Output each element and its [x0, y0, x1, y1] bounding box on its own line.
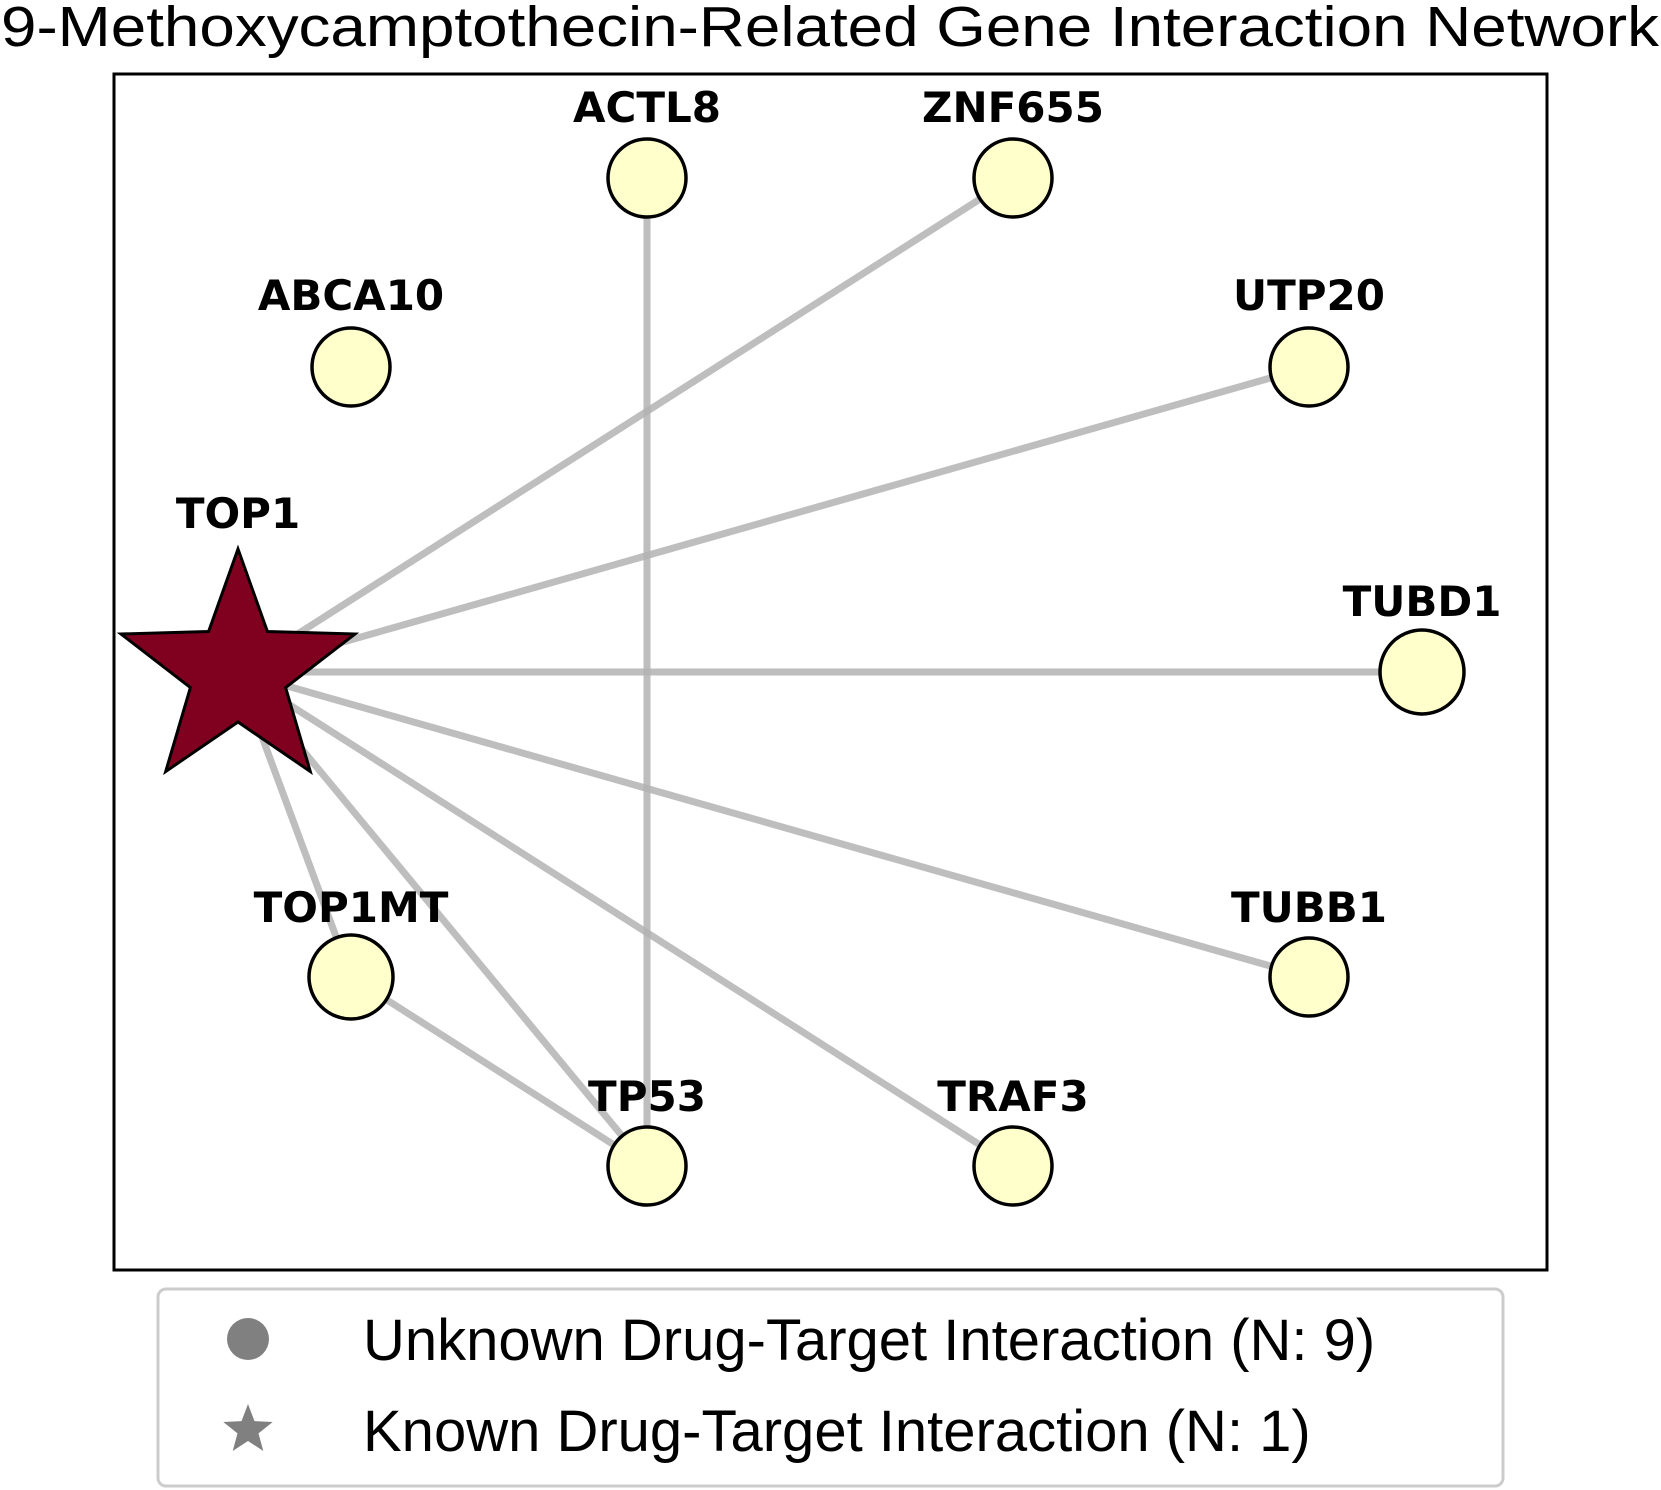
node-label-top1mt: TOP1MT — [254, 883, 449, 932]
node-label-tubd1: TUBD1 — [1343, 577, 1502, 626]
node-abca10-circle — [310, 326, 392, 408]
node-tubb1-circle — [1268, 936, 1350, 1018]
legend-item-known-label: Known Drug-Target Interaction (N: 1) — [363, 1399, 1311, 1464]
edge-top1-tubb1 — [237, 668, 1310, 981]
node-znf655-circle — [972, 137, 1054, 219]
node-tubd1-circle — [1378, 628, 1466, 716]
legend: Unknown Drug-Target Interaction (N: 9) K… — [156, 1287, 1505, 1488]
node-label-znf655: ZNF655 — [922, 83, 1104, 132]
node-label-traf3: TRAF3 — [937, 1072, 1088, 1121]
edge-top1-utp20 — [237, 363, 1310, 676]
edges-layer — [234, 175, 1422, 1169]
node-label-utp20: UTP20 — [1233, 271, 1385, 320]
legend-box — [156, 1287, 1505, 1488]
plot-frame — [112, 72, 1549, 1272]
legend-circle-marker-icon — [227, 1318, 269, 1360]
node-top1mt-circle — [307, 933, 395, 1021]
node-actl8-circle — [606, 137, 688, 219]
diagram-title: 9-Methoxycamptothecin-Related Gene Inter… — [1, 0, 1660, 59]
node-label-abca10: ABCA10 — [258, 271, 444, 320]
edge-top1mt-tp53 — [349, 974, 649, 1169]
edge-top1-znf655 — [236, 175, 1015, 675]
legend-item-unknown-label: Unknown Drug-Target Interaction (N: 9) — [363, 1308, 1375, 1373]
node-traf3-circle — [972, 1125, 1054, 1207]
node-label-actl8: ACTL8 — [573, 83, 721, 132]
node-utp20-circle — [1268, 326, 1350, 408]
node-tp53-circle — [606, 1125, 688, 1207]
legend-star-marker-icon — [223, 1404, 273, 1451]
nodes-layer — [116, 137, 1466, 1207]
edge-top1-traf3 — [236, 669, 1015, 1169]
node-label-tubb1: TUBB1 — [1231, 883, 1387, 932]
node-label-tp53: TP53 — [588, 1072, 706, 1121]
node-top1-star-icon — [116, 544, 360, 776]
node-label-top1: TOP1 — [176, 489, 300, 538]
